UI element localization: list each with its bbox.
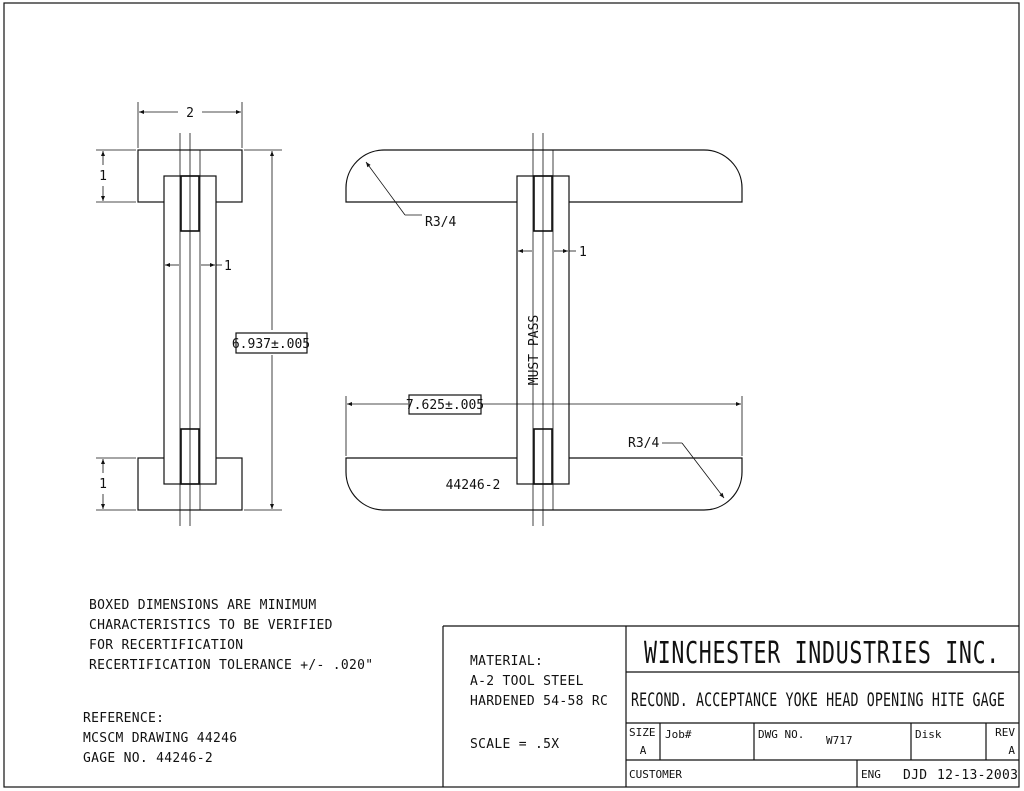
rev-label: REV <box>995 726 1015 739</box>
side-width-label: 2 <box>186 106 194 121</box>
front-bottom-block <box>345 457 743 511</box>
size-value: A <box>640 744 647 757</box>
size-label: SIZE <box>629 726 656 739</box>
disk-label: Disk <box>915 728 942 741</box>
front-width-label: 7.625±.005 <box>406 398 484 413</box>
eng-value: DJD <box>903 768 927 783</box>
front-width-box <box>408 394 482 415</box>
side-height-label: 6.937±.005 <box>232 337 310 352</box>
front-radius-bottom-leader <box>681 442 725 499</box>
material-line: MATERIAL: <box>470 654 543 669</box>
scale-label: SCALE = .5X <box>470 737 559 752</box>
note-line: RECERTIFICATION TOLERANCE +/- .020" <box>89 658 373 673</box>
company-name: WINCHESTER INDUSTRIES INC. <box>644 636 1000 671</box>
front-view: R3/4 R3/4 1 7.625±.005 MUST PASS 44246-2 <box>345 133 743 526</box>
front-slot-width-label: 1 <box>579 245 587 260</box>
job-label: Job# <box>665 728 692 741</box>
side-slot-width-label: 1 <box>224 259 232 274</box>
reference-line: MCSCM DRAWING 44246 <box>83 731 237 746</box>
dwg-label: DWG NO. <box>758 728 804 741</box>
title-block: MATERIAL: A-2 TOOL STEEL HARDENED 54-58 … <box>442 625 1019 787</box>
front-top-block <box>345 149 743 203</box>
side-view: 2 1 1 1 6.937±.005 <box>96 102 310 526</box>
drawing-border <box>3 2 1020 788</box>
reference-notes: REFERENCE: MCSCM DRAWING 44246 GAGE NO. … <box>83 711 237 766</box>
material-line: HARDENED 54-58 RC <box>470 694 608 709</box>
drawing-date: 12-13-2003 <box>937 768 1018 783</box>
dwg-value: W717 <box>826 734 853 747</box>
drawing-title: RECOND. ACCEPTANCE YOKE HEAD OPENING HIT… <box>631 689 1005 711</box>
note-line: FOR RECERTIFICATION <box>89 638 243 653</box>
side-height-box <box>235 332 308 354</box>
front-radius-top-label: R3/4 <box>425 215 456 230</box>
side-bottom-thickness-label: 1 <box>99 477 107 492</box>
customer-label: CUSTOMER <box>629 768 682 781</box>
note-line: BOXED DIMENSIONS ARE MINIMUM <box>89 598 317 613</box>
reference-line: GAGE NO. 44246-2 <box>83 751 213 766</box>
side-top-thickness-label: 1 <box>99 169 107 184</box>
reference-line: REFERENCE: <box>83 711 164 726</box>
material-line: A-2 TOOL STEEL <box>470 674 584 689</box>
front-part-number-label: 44246-2 <box>446 478 501 493</box>
front-must-pass-label: MUST PASS <box>527 315 542 385</box>
note-line: CHARACTERISTICS TO BE VERIFIED <box>89 618 333 633</box>
eng-label: ENG <box>861 768 881 781</box>
general-notes: BOXED DIMENSIONS ARE MINIMUM CHARACTERIS… <box>89 598 373 673</box>
rev-value: A <box>1008 744 1015 757</box>
front-radius-top-leader <box>365 161 406 216</box>
front-radius-bottom-label: R3/4 <box>628 436 659 451</box>
